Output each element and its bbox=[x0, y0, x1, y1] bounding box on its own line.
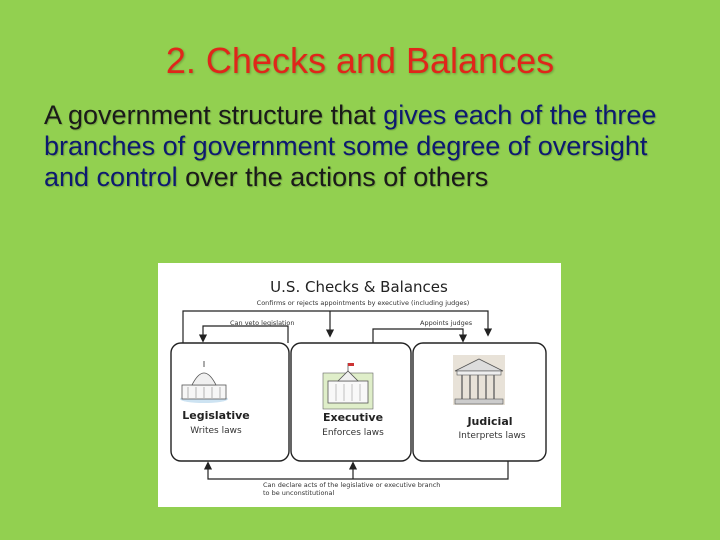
body-text-part1: A government structure that bbox=[44, 100, 384, 130]
executive-role: Enforces laws bbox=[322, 428, 384, 438]
body-highlight-text: gives each of the three branches of gove… bbox=[44, 100, 657, 192]
bottom-note-line2: to be unconstitutional bbox=[263, 489, 335, 497]
executive-label: Executive bbox=[323, 411, 383, 424]
legislative-box bbox=[170, 342, 290, 462]
legislative-role: Writes laws bbox=[190, 426, 242, 436]
judicial-role: Interprets laws bbox=[458, 431, 525, 441]
bottom-arrow-left bbox=[203, 461, 509, 480]
slide-title: 2. Checks and Balances bbox=[165, 40, 555, 81]
checks-balances-diagram: U.S. Checks & Balances Confirms or rejec… bbox=[158, 263, 561, 507]
right-note: Appoints judges bbox=[420, 319, 473, 327]
left-note: Can veto legislation bbox=[230, 319, 295, 327]
legislative-label: Legislative bbox=[182, 409, 250, 422]
top-arrow bbox=[182, 310, 493, 343]
diagram-title: U.S. Checks & Balances bbox=[270, 278, 448, 296]
bottom-note-line1: Can declare acts of the legislative or e… bbox=[263, 481, 440, 489]
top-note: Confirms or rejects appointments by exec… bbox=[257, 299, 470, 307]
capitol-icon bbox=[180, 361, 228, 403]
executive-box bbox=[290, 342, 412, 462]
supreme-court-icon bbox=[453, 355, 505, 405]
veto-arrow bbox=[198, 325, 289, 343]
judicial-label: Judicial bbox=[466, 415, 512, 428]
body-text-part2: over the actions of others bbox=[177, 162, 489, 192]
judicial-box bbox=[412, 342, 547, 462]
white-house-icon bbox=[322, 363, 374, 410]
appoints-arrow bbox=[372, 328, 468, 343]
diagram-canvas: U.S. Checks & Balances Confirms or rejec… bbox=[170, 278, 547, 497]
slide-body-text: A government structure that gives each o… bbox=[44, 100, 664, 193]
